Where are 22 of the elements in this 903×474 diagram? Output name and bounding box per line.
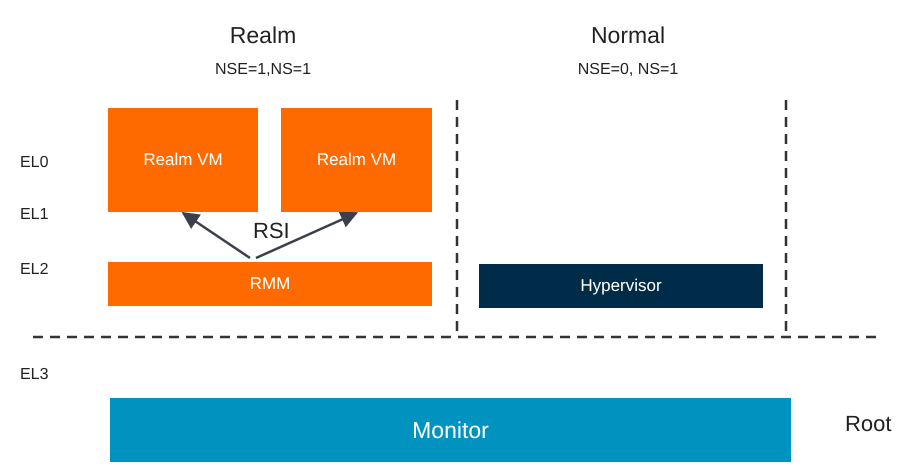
text-label: Normal — [590, 22, 666, 49]
text-label: Realm — [230, 22, 296, 49]
block-label: Monitor — [412, 416, 489, 444]
block — [108, 108, 258, 212]
text-label: EL0 — [20, 154, 48, 172]
text-label: NSE=1,NS=1 — [214, 61, 312, 79]
block — [281, 108, 432, 212]
block-label: Hypervisor — [580, 276, 662, 296]
block-label: Realm VM — [143, 150, 223, 170]
arrow — [182, 212, 251, 260]
block — [110, 398, 791, 462]
text-label: RSI — [253, 218, 290, 244]
text-label: EL3 — [20, 366, 48, 384]
block — [108, 262, 432, 306]
text-label: Root — [845, 411, 892, 437]
block-label: Realm VM — [316, 150, 396, 170]
text-label: EL2 — [20, 261, 48, 279]
block — [479, 264, 763, 308]
arrow — [255, 211, 358, 260]
block-label: RMM — [250, 274, 290, 294]
text-label: EL1 — [20, 206, 48, 224]
text-label: NSE=0, NS=1 — [578, 61, 678, 79]
